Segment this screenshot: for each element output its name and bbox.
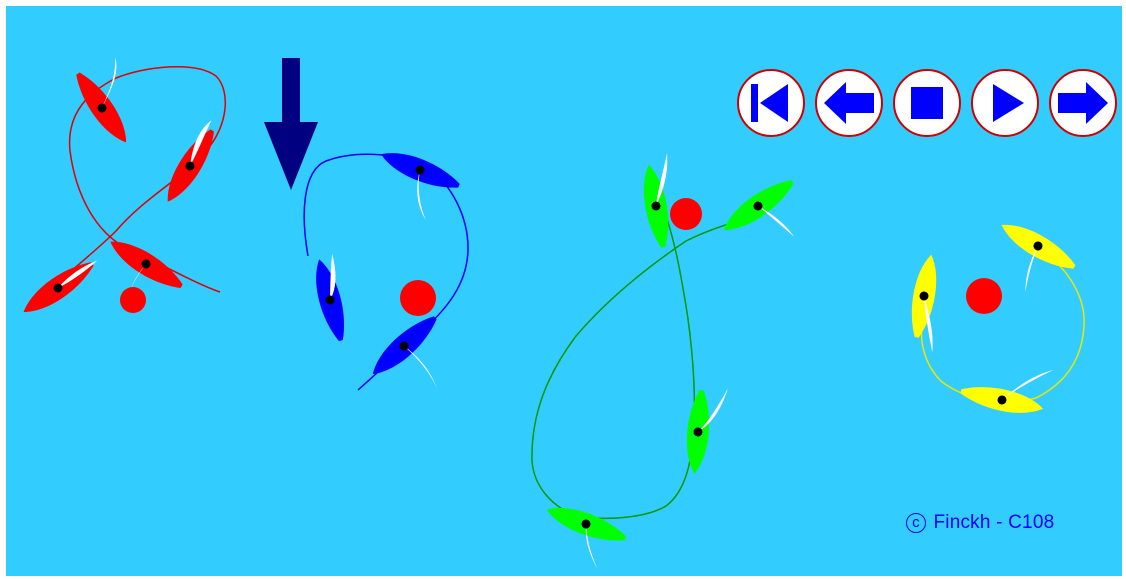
red-boat-3 <box>110 241 183 313</box>
red-boat-1 <box>76 57 127 143</box>
blue-mast <box>325 295 335 305</box>
red-mast <box>141 259 151 269</box>
yellow-rounding-mark <box>966 278 1002 314</box>
yellow-maneuver <box>911 224 1085 413</box>
yellow-mast <box>919 291 929 301</box>
blue-rounding-mark <box>400 280 436 316</box>
credit-text: Finckh - C108 <box>933 512 1055 533</box>
play-icon <box>971 69 1039 137</box>
stop-icon <box>893 69 961 137</box>
blue-boat-3 <box>372 316 438 389</box>
yellow-boat-3 <box>960 370 1054 413</box>
green-sail <box>585 524 598 569</box>
green-boat-3 <box>686 388 728 474</box>
green-maneuver <box>531 153 795 569</box>
animation-stage: c Finckh - C108 <box>6 6 1122 576</box>
copyright-icon: c <box>906 513 926 533</box>
red-sail <box>58 260 98 288</box>
skip-to-start-icon <box>737 69 805 137</box>
yellow-mast <box>1033 241 1043 251</box>
blue-boat-2 <box>316 253 345 342</box>
green-boat-2 <box>723 180 795 237</box>
blue-sail <box>330 253 336 300</box>
copyright-credit: c Finckh - C108 <box>906 512 1054 534</box>
green-mast <box>581 519 591 529</box>
stop-button[interactable] <box>892 68 962 138</box>
yellow-track <box>920 240 1085 403</box>
yellow-mast <box>997 395 1007 405</box>
red-mast <box>53 283 63 293</box>
green-sail <box>656 153 668 206</box>
yellow-sail <box>924 296 933 353</box>
arrow-right-icon <box>1049 69 1117 137</box>
rewind-button[interactable] <box>736 68 806 138</box>
forward-button[interactable] <box>1048 68 1118 138</box>
red-mast <box>97 103 107 113</box>
blue-mast <box>399 341 409 351</box>
play-button[interactable] <box>970 68 1040 138</box>
red-sail <box>190 120 212 166</box>
red-rounding-mark <box>120 287 146 313</box>
green-boat-4 <box>546 508 627 569</box>
blue-maneuver <box>303 153 469 391</box>
green-mast <box>753 201 763 211</box>
red-boat-2 <box>167 120 214 202</box>
red-mast <box>185 161 195 171</box>
green-mast <box>693 427 703 437</box>
green-rounding-mark <box>670 198 702 230</box>
blue-boat-1 <box>381 153 460 220</box>
down-arrow-icon <box>264 58 318 190</box>
green-mast <box>651 201 661 211</box>
arrow-left-icon <box>815 69 883 137</box>
back-button[interactable] <box>814 68 884 138</box>
green-boat-1 <box>643 153 669 248</box>
blue-sail <box>417 170 426 220</box>
yellow-boat-2 <box>911 254 937 353</box>
yellow-boat-1 <box>1001 224 1076 292</box>
red-maneuver <box>23 57 227 313</box>
blue-mast <box>415 165 425 175</box>
red-boat-4 <box>23 260 98 313</box>
